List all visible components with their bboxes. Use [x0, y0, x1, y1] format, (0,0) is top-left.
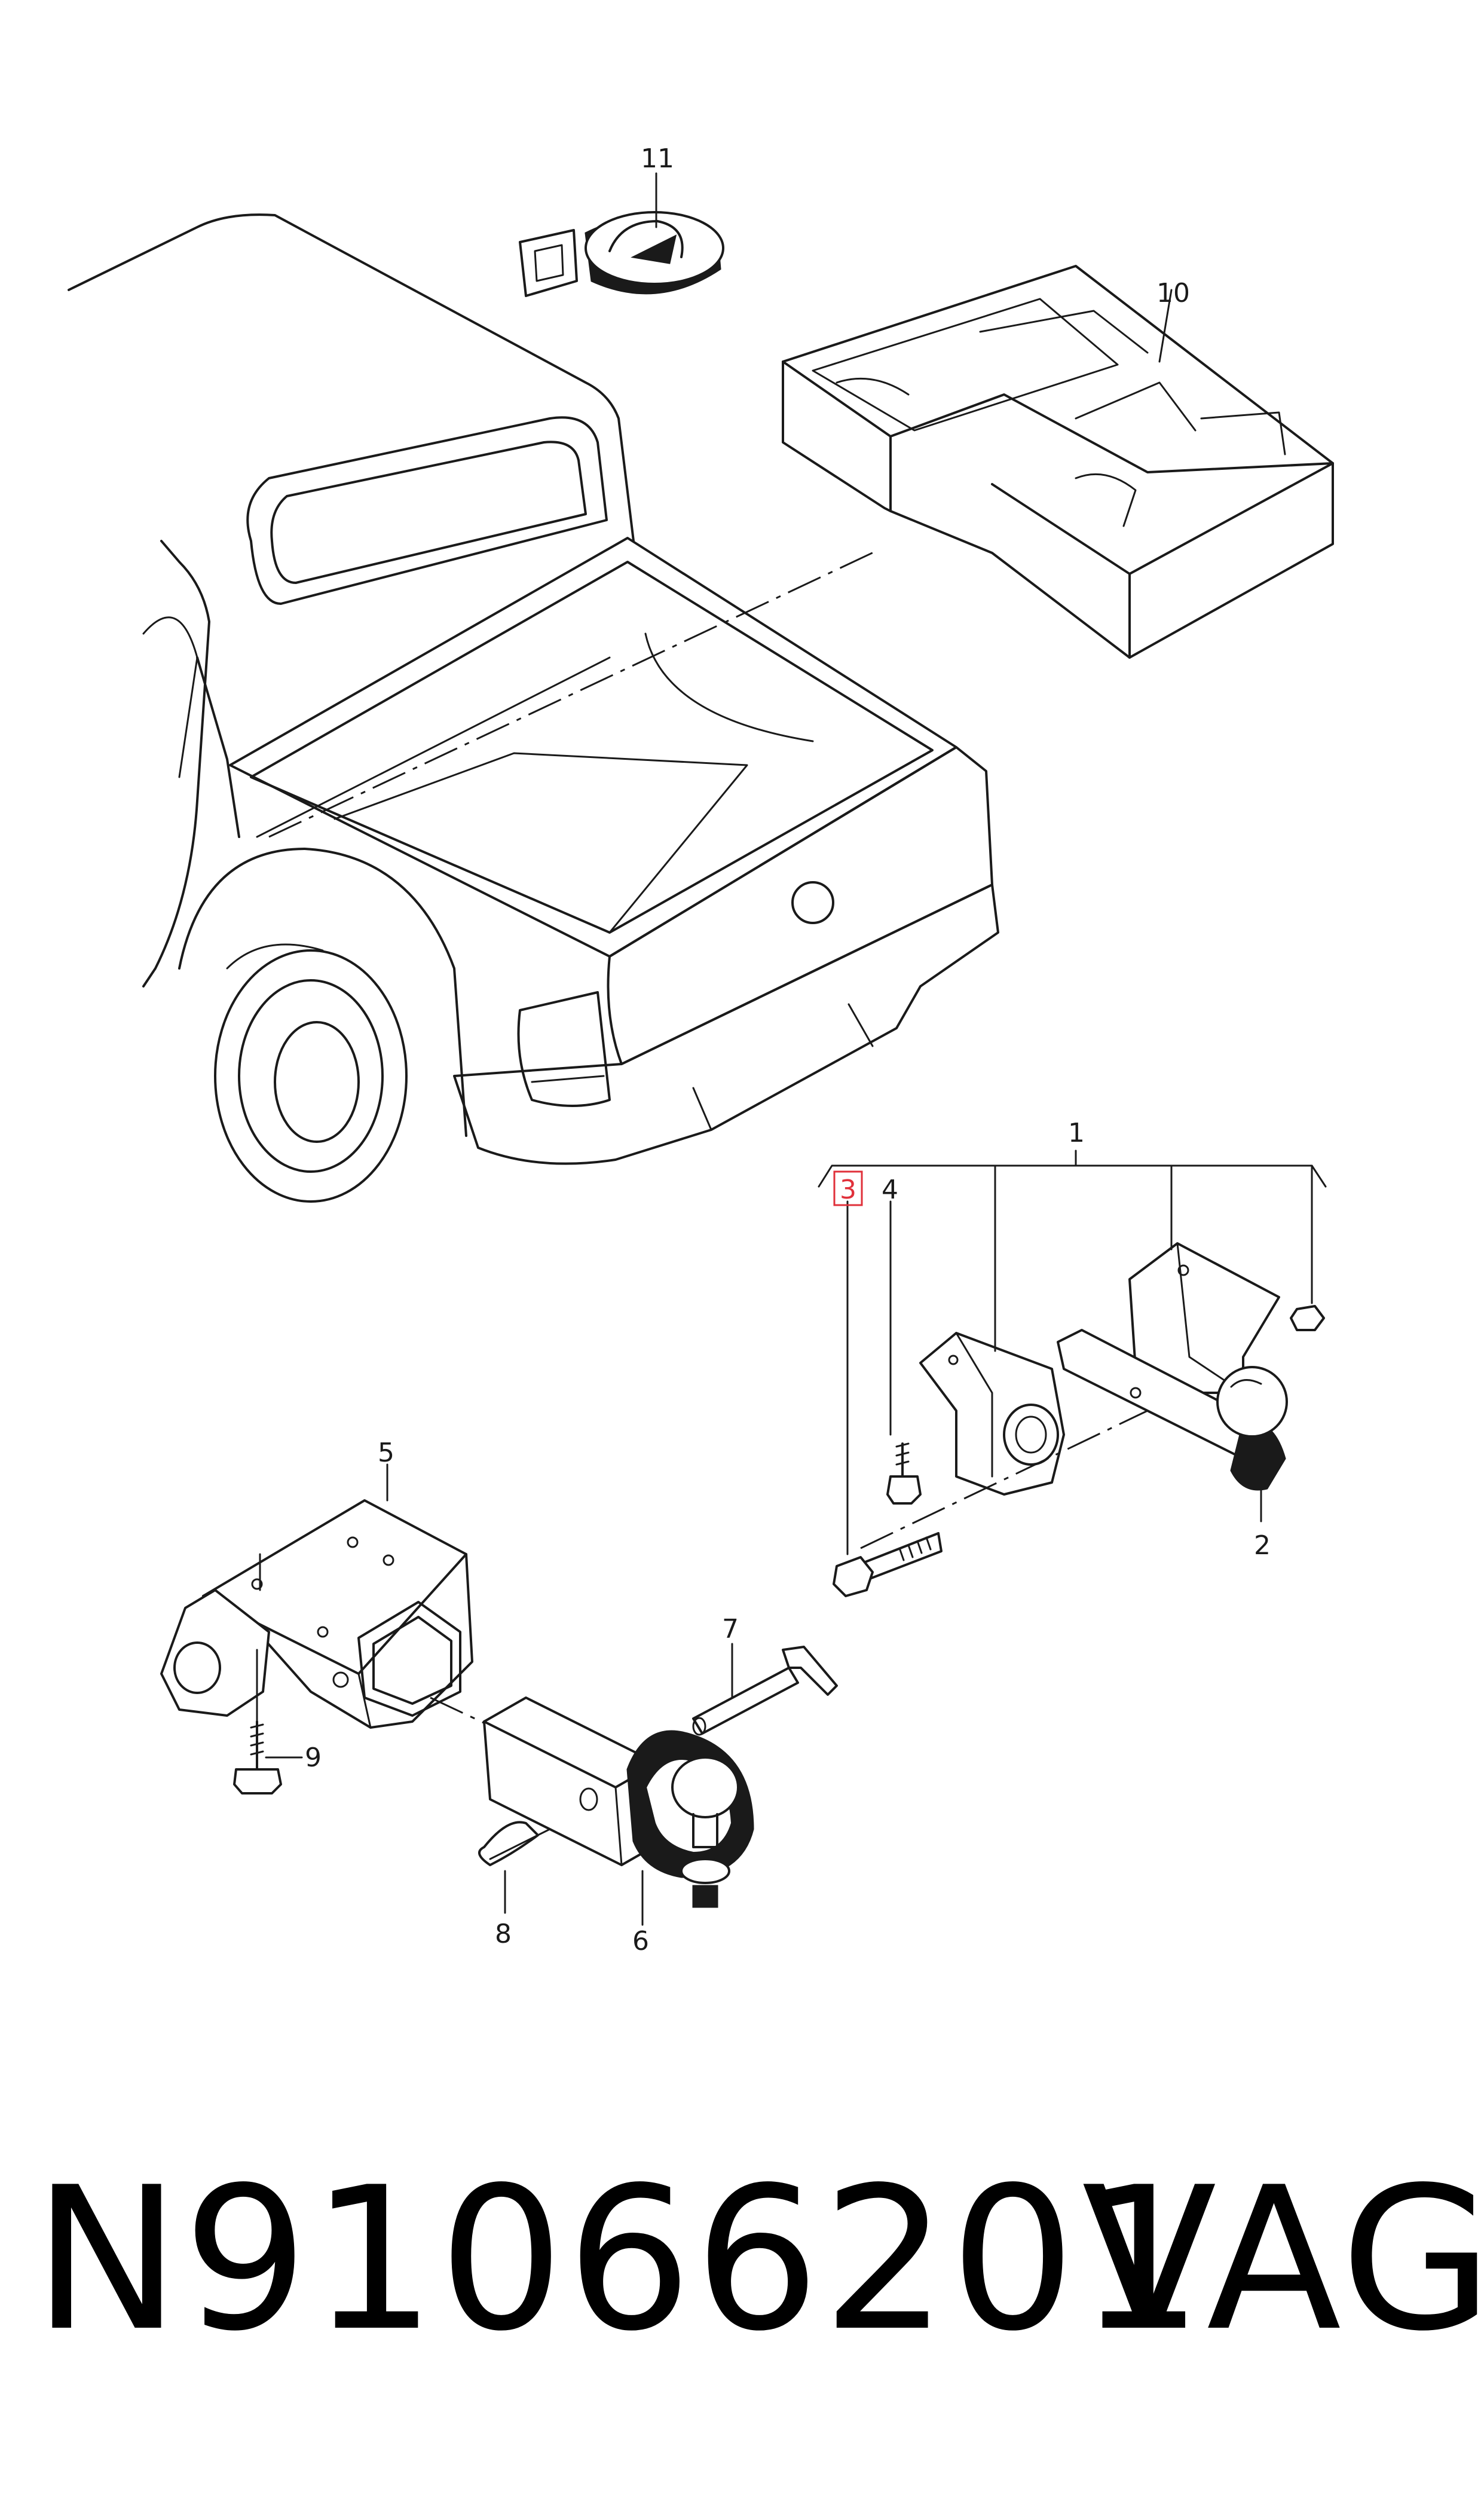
- receiver-hitch-part-5: [160, 1463, 473, 1729]
- spring-clip-part-8: [478, 1821, 551, 1914]
- foam-insert-part-10: [782, 265, 1334, 659]
- strap-roll-part-11: [519, 211, 724, 297]
- short-bolt-part-4: [886, 1200, 922, 1505]
- callout-3[interactable]: 3: [840, 1175, 856, 1205]
- callout-6[interactable]: 6: [632, 1926, 649, 1956]
- callout-8[interactable]: 8: [495, 1919, 512, 1949]
- callout-9[interactable]: 9: [305, 1742, 322, 1773]
- flange-bolt-part-9: [233, 1649, 303, 1794]
- ball-mount-part-6: [430, 1696, 754, 1926]
- brand-text: VAG: [1082, 2145, 1484, 2374]
- callout-11[interactable]: 11: [641, 143, 674, 174]
- pickup-truck-illustration: [68, 213, 999, 1203]
- callout-1[interactable]: 1: [1068, 1118, 1085, 1148]
- callout-labels: 11 10 1 3 4 2 5 7 9 8 6: [305, 143, 1271, 1956]
- callout-10[interactable]: 10: [1156, 278, 1190, 308]
- hitch-pin-part-7: [692, 1643, 838, 1736]
- callout-5[interactable]: 5: [378, 1438, 394, 1468]
- part-number-text: N91066201: [33, 2145, 1206, 2374]
- tow-bar-assembly: [818, 1150, 1327, 1549]
- callout-4[interactable]: 4: [882, 1175, 898, 1205]
- callout-3-highlight-box: [833, 1170, 863, 1206]
- callout-2[interactable]: 2: [1254, 1530, 1271, 1561]
- long-bolt-part-3: [833, 1200, 943, 1597]
- callout-7[interactable]: 7: [722, 1614, 739, 1644]
